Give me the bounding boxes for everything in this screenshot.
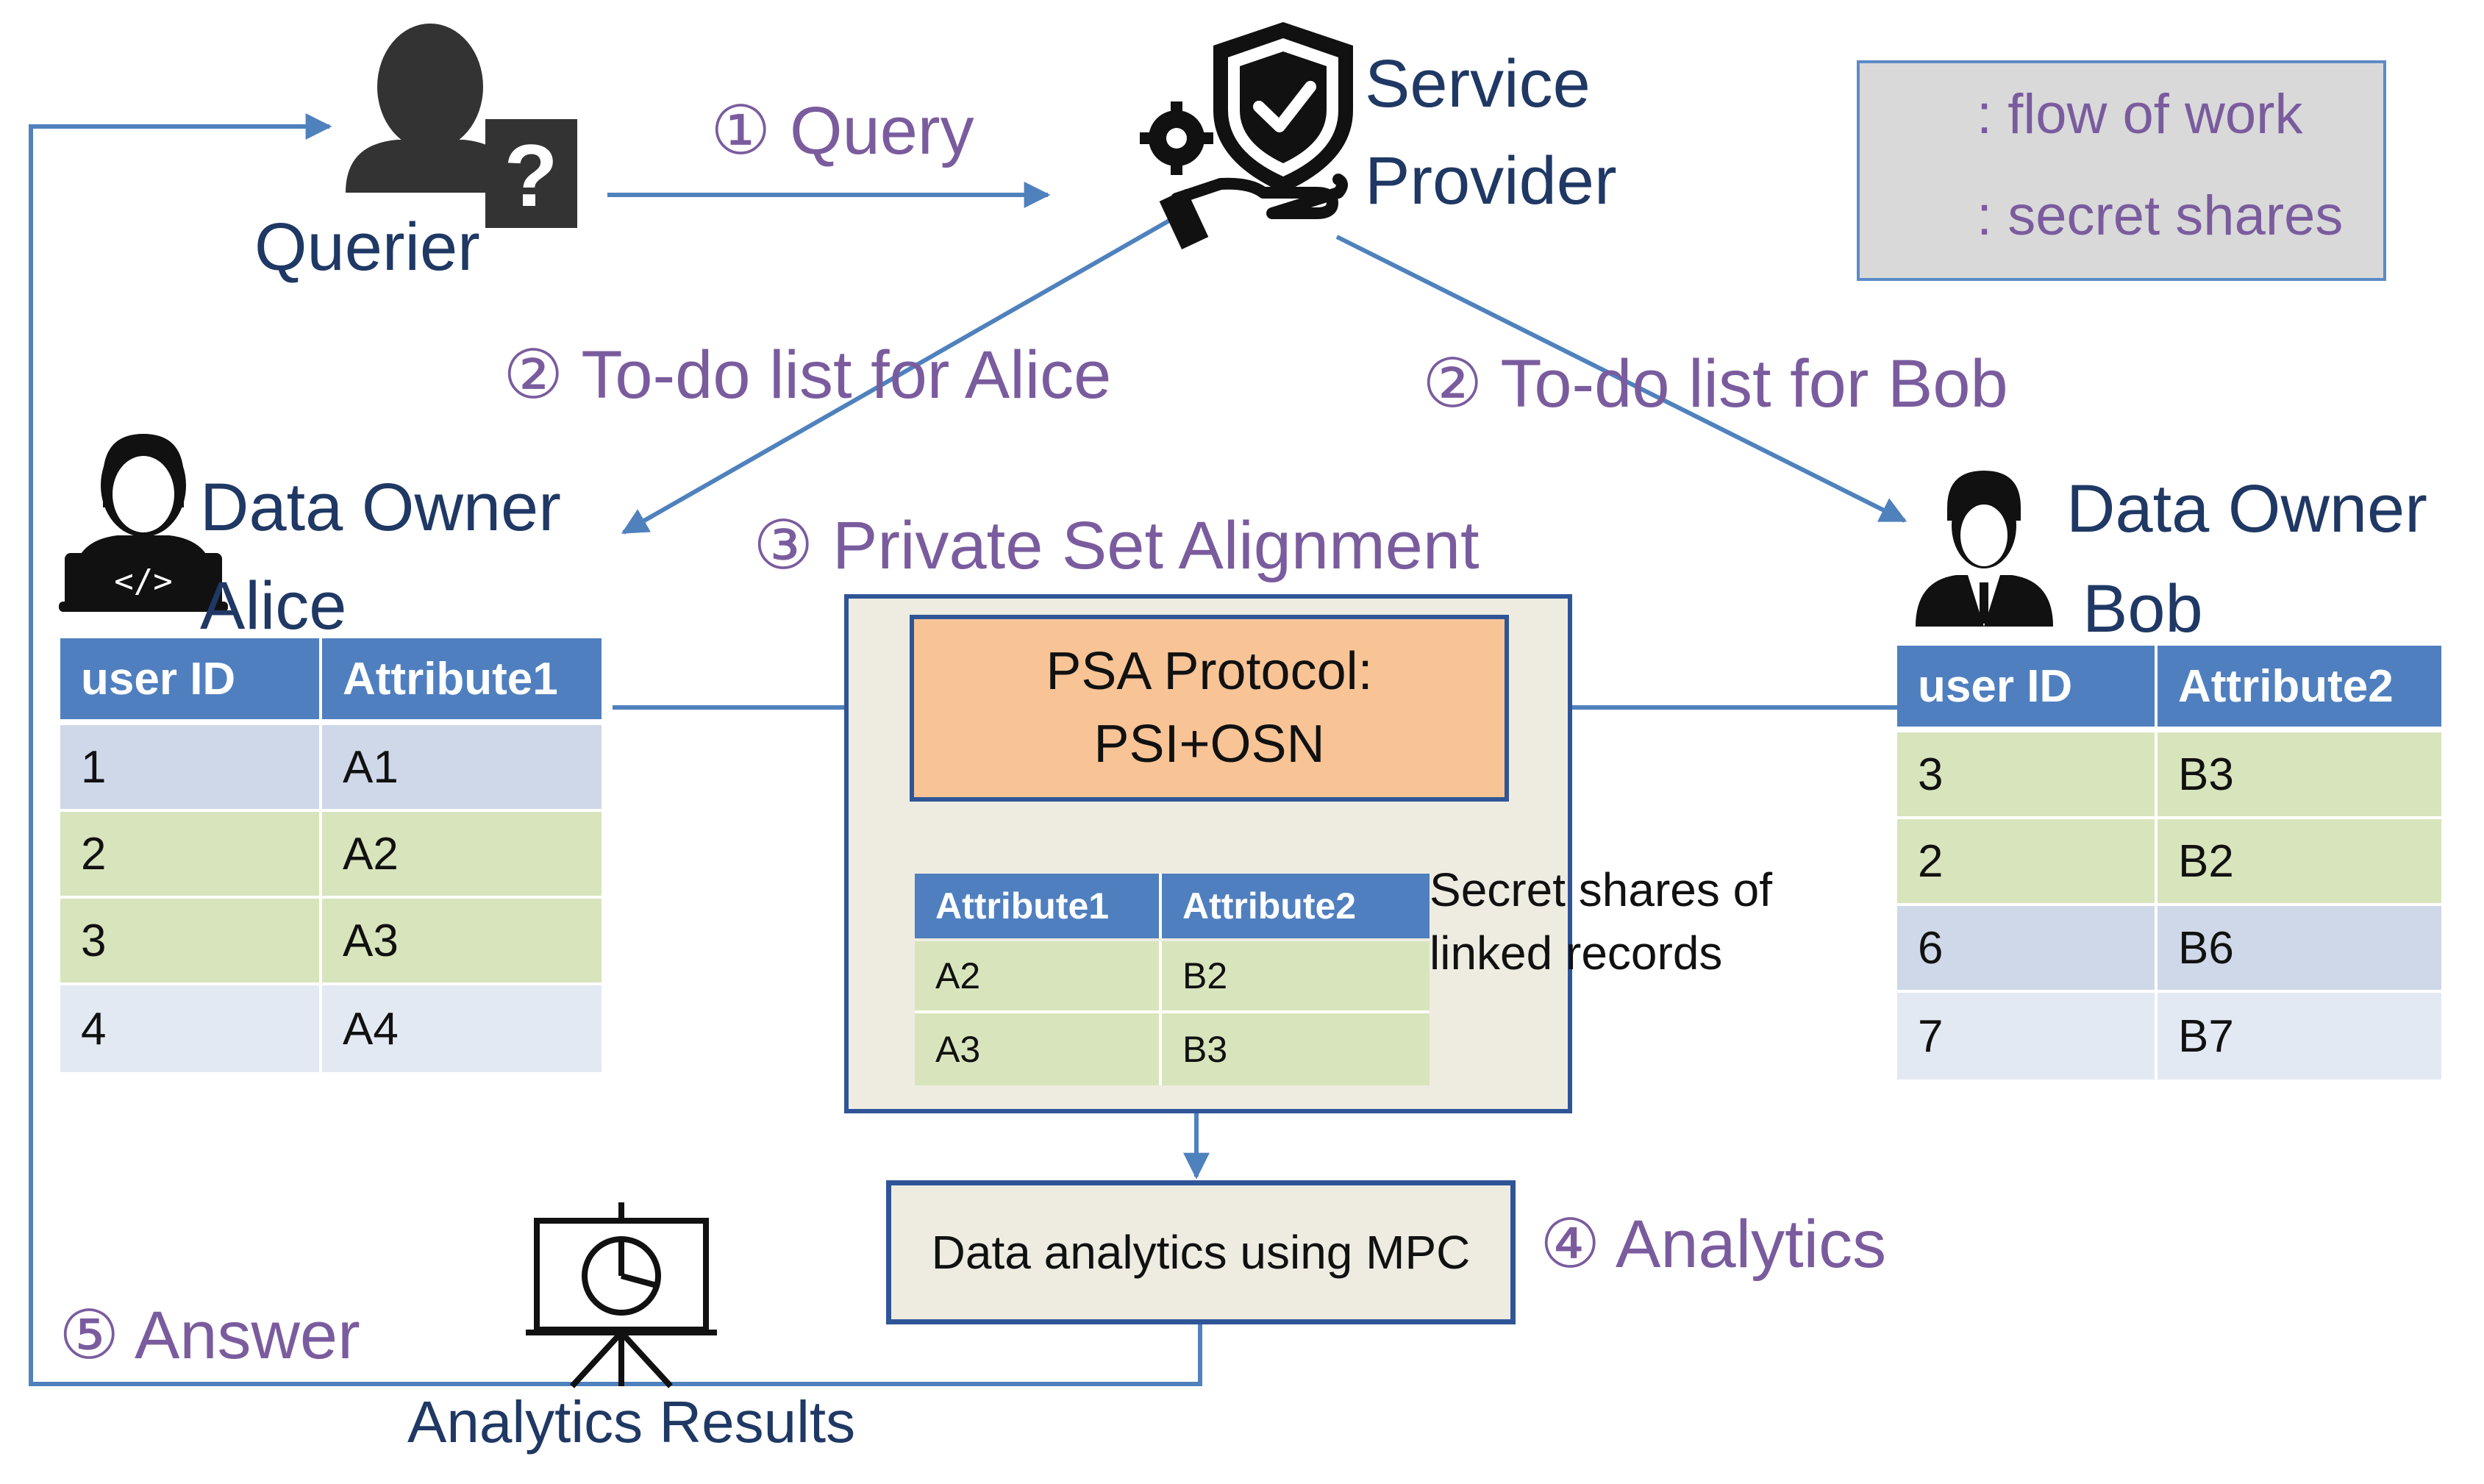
alice-label-line1: Data Owner: [200, 470, 561, 545]
arrow-todo-bob: [1335, 235, 1907, 523]
legend-secret-label: : secret shares: [1977, 185, 2344, 247]
secret-shares-note-line1: Secret shares of: [1430, 863, 1772, 916]
bob-table-cell: 7: [1897, 993, 2158, 1080]
person-question-icon: ?: [346, 24, 577, 228]
alice-label-line2: Alice: [200, 568, 347, 643]
linked-table-cell: B3: [1162, 1013, 1430, 1085]
linked-table-cell: A2: [915, 941, 1162, 1013]
alice-table-cell: 4: [60, 985, 322, 1072]
bob-table-cell: B2: [2158, 819, 2441, 906]
bob-table-cell: 6: [1897, 906, 2158, 993]
arrow-todo-alice: [621, 218, 1171, 535]
alice-table-cell: 1: [60, 725, 322, 812]
alice-table-header: user ID: [60, 638, 322, 719]
step-analytics: ④ Analytics: [1540, 1207, 1887, 1282]
alice-table-cell: 3: [60, 899, 322, 985]
bob-table-cell: B6: [2158, 906, 2441, 993]
linked-table-cell: A3: [915, 1013, 1162, 1085]
alice-table: user ID Attribute1 1 A1 2 A2 3 A3 4 A4: [60, 638, 602, 1075]
psa-protocol-line2: PSI+OSN: [1093, 715, 1325, 774]
shield-gear-hand-icon: [1140, 22, 1353, 250]
linked-table-header: Attribute1: [915, 874, 1162, 938]
step-todo-alice: ② To-do list for Alice: [503, 338, 1112, 413]
service-provider-label-line1: Service: [1365, 46, 1591, 121]
analytics-results-label: Analytics Results: [407, 1389, 856, 1455]
bob-label-line2: Bob: [2083, 571, 2203, 646]
bob-table-cell: B7: [2158, 993, 2441, 1080]
bob-table-header: Attribute2: [2158, 646, 2441, 727]
service-provider-label-line2: Provider: [1365, 143, 1617, 218]
step-todo-bob: ② To-do list for Bob: [1422, 346, 2008, 421]
mpc-analytics-box: Data analytics using MPC: [886, 1180, 1516, 1324]
presentation-pie-chart-icon: [526, 1202, 717, 1388]
linked-table-cell: B2: [1162, 941, 1430, 1013]
arrow-answer: [29, 113, 1202, 1386]
alice-table-cell: A4: [322, 985, 602, 1072]
step-query: ① Query: [710, 93, 974, 168]
psa-protocol-line1: PSA Protocol:: [1046, 641, 1373, 701]
bob-label-line1: Data Owner: [2066, 471, 2427, 546]
bob-table-cell: B3: [2158, 732, 2441, 819]
linked-table-header: Attribute2: [1162, 874, 1430, 938]
mpc-analytics-label: Data analytics using MPC: [931, 1226, 1471, 1279]
woman-laptop-icon: </>: [59, 434, 228, 612]
bob-table-cell: 3: [1897, 732, 2158, 819]
secret-shares-note-line2: linked records: [1430, 927, 1723, 980]
step-answer: ⑤ Answer: [59, 1298, 360, 1373]
alice-table-cell: 2: [60, 812, 322, 899]
bob-table-header: user ID: [1897, 646, 2158, 727]
svg-text:</>: </>: [114, 563, 172, 600]
man-suit-icon: [1916, 471, 2053, 627]
step-private-set-alignment: ③ Private Set Alignment: [753, 508, 1480, 583]
alice-table-header: Attribute1: [322, 638, 602, 719]
alice-table-cell: A3: [322, 899, 602, 985]
linked-records-table: Attribute1 Attribute2 A2 B2 A3 B3: [915, 874, 1430, 1087]
querier-label: Querier: [254, 210, 480, 285]
psa-protocol-box: PSA Protocol: PSI+OSN: [910, 615, 1509, 802]
legend-box: [1857, 60, 2386, 281]
legend-flow-label: : flow of work: [1977, 83, 2303, 146]
alice-table-cell: A1: [322, 725, 602, 812]
bob-table: user ID Attribute2 3 B3 2 B2 6 B6 7 B7: [1897, 646, 2441, 1082]
alice-table-cell: A2: [322, 812, 602, 899]
svg-text:?: ?: [504, 126, 557, 225]
bob-table-cell: 2: [1897, 819, 2158, 906]
